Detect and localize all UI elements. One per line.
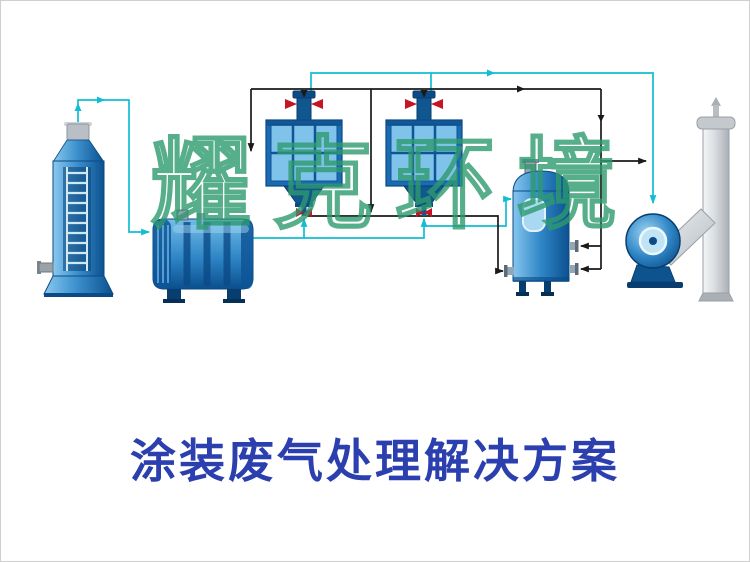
pipe-top-header-primary	[310, 72, 657, 205]
tower-cone	[52, 139, 105, 163]
tank-highlight	[173, 225, 249, 233]
tank-leg-right	[227, 289, 241, 300]
stack-body	[702, 128, 730, 294]
tank-fitting-1	[176, 209, 189, 221]
spray-tower	[37, 122, 114, 297]
tank-leg-left	[167, 289, 181, 300]
vessel-window	[522, 198, 546, 232]
vessel-leg-left	[519, 281, 526, 294]
tank-right-cap	[241, 219, 253, 289]
fan-baseplate	[627, 282, 683, 288]
tank-ribs	[157, 225, 169, 283]
pipe-boxes-to-vessel	[424, 195, 513, 227]
pipe-arrows-primary	[74, 69, 495, 111]
vessel-leg-right	[544, 281, 551, 294]
vessel-port-upper-flange	[575, 240, 579, 252]
stack-base	[698, 292, 734, 302]
stack-cap	[696, 116, 736, 130]
vertical-vessel	[504, 159, 579, 296]
pipe-bottom-header	[307, 215, 505, 275]
horizontal-treatment-tank	[152, 209, 254, 303]
stack-finial	[711, 97, 721, 106]
page-title: 涂装废气处理解决方案	[130, 436, 620, 487]
vessel-port-upper	[569, 242, 576, 250]
box-inlet-arrows	[300, 90, 428, 98]
fan-hub	[649, 237, 657, 245]
vessel-neck-cap	[522, 159, 539, 163]
ladder-rungs	[67, 171, 87, 265]
vessel-bottom-band	[513, 277, 569, 282]
tank-fitting-2	[197, 213, 205, 220]
pipe-network-secondary	[247, 88, 648, 275]
tower-cap	[66, 123, 90, 141]
tower-outlet-pipe	[38, 262, 54, 273]
tower-skirt	[43, 275, 114, 295]
centrifugal-fan	[625, 213, 683, 288]
vessel-port-left-flange	[504, 265, 508, 277]
vessel-port-left	[507, 267, 514, 275]
watermark-text: 耀克环境	[151, 130, 639, 241]
tower-base	[44, 293, 113, 297]
stack-finial-post	[713, 105, 719, 118]
pipe-arrows-secondary	[517, 85, 605, 122]
tank-foot-left	[163, 299, 185, 303]
tank-foot-right	[223, 299, 245, 303]
vessel-port-lower	[569, 265, 576, 273]
vessel-port-lower-flange	[575, 263, 579, 275]
vessel-foot-left	[516, 292, 529, 296]
vessel-foot-right	[541, 292, 554, 296]
